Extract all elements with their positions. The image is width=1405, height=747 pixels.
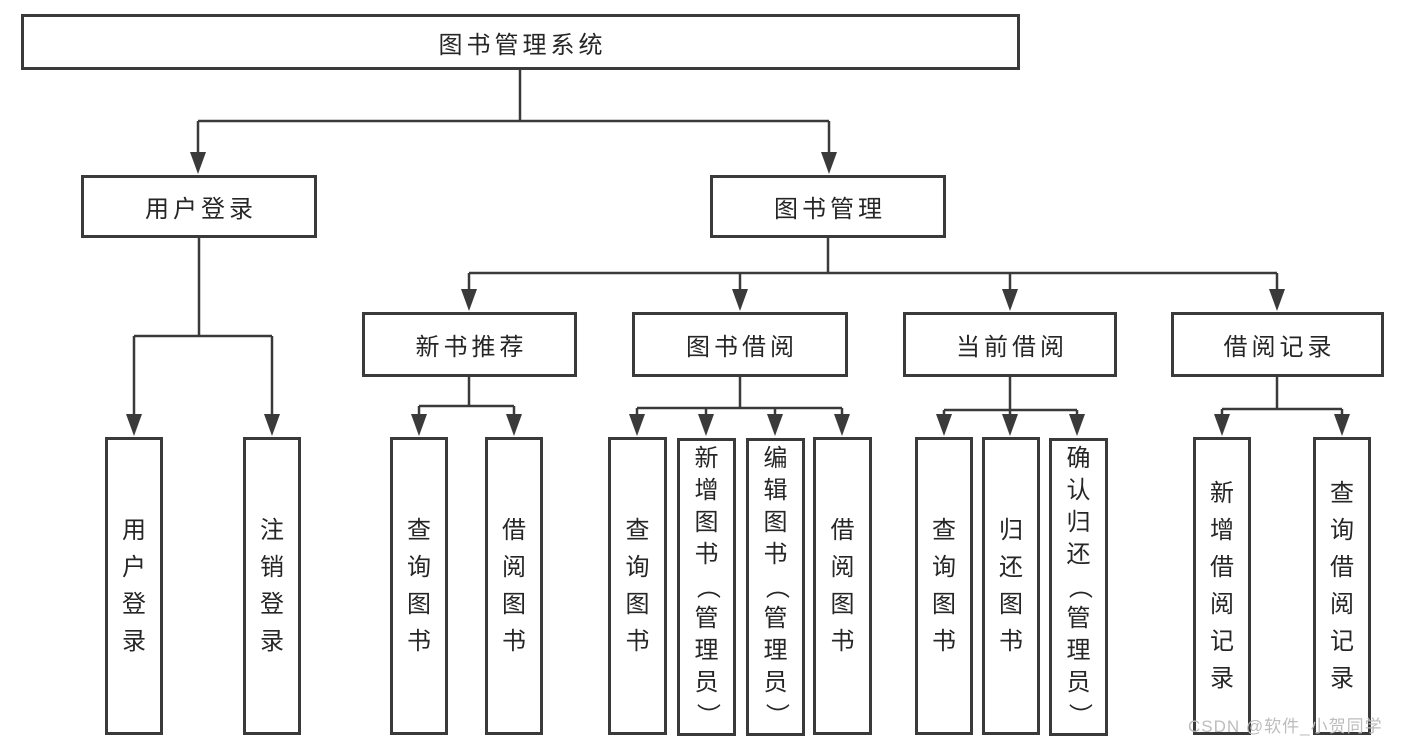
leaf-borrow-books-recommend: 借阅图书 xyxy=(485,437,543,735)
leaf-return-books: 归还图书 xyxy=(982,437,1040,735)
arrowhead-down-icon xyxy=(190,152,206,174)
leaf-query-books-current-label: 查询图书 xyxy=(932,517,956,655)
node-user-login: 用户登录 xyxy=(81,175,317,238)
node-library-system: 图书管理系统 xyxy=(21,14,1020,70)
leaf-query-books-borrowing-label: 查询图书 xyxy=(625,517,650,655)
leaf-user-login-label: 用户登录 xyxy=(122,517,146,655)
arrowhead-down-icon xyxy=(126,414,142,436)
arrowhead-down-icon xyxy=(767,414,783,436)
leaf-query-books-current: 查询图书 xyxy=(915,437,973,735)
leaf-query-borrow-record-label: 查询借阅记录 xyxy=(1330,480,1354,692)
connector-user-login xyxy=(132,238,274,416)
arrowhead-down-icon xyxy=(1002,414,1018,436)
arrowhead-down-icon xyxy=(506,414,522,436)
leaf-query-books-recommend-label: 查询图书 xyxy=(407,517,431,655)
node-current-borrowing: 当前借阅 xyxy=(903,312,1117,377)
leaf-borrow-books-recommend-label: 借阅图书 xyxy=(502,517,526,655)
node-book-management: 图书管理 xyxy=(710,175,946,238)
arrowhead-down-icon xyxy=(461,289,477,311)
leaf-add-borrow-record-label: 新增借阅记录 xyxy=(1210,480,1234,692)
arrowhead-down-icon xyxy=(732,289,748,311)
leaf-add-book-admin: 新增图书（管理员） xyxy=(677,438,736,736)
leaf-confirm-return-admin: 确认归还（管理员） xyxy=(1049,438,1108,736)
leaf-query-books-borrowing: 查询图书 xyxy=(608,437,667,735)
leaf-borrow-books-borrowing: 借阅图书 xyxy=(813,437,872,735)
arrowhead-down-icon xyxy=(1002,289,1018,311)
arrowhead-down-icon xyxy=(411,414,427,436)
leaf-edit-book-admin: 编辑图书（管理员） xyxy=(746,438,805,736)
arrowhead-down-icon xyxy=(821,152,837,174)
leaf-edit-book-admin-label: 编辑图书（管理员） xyxy=(762,445,790,727)
leaf-borrow-books-borrowing-label: 借阅图书 xyxy=(830,517,855,655)
leaf-add-borrow-record: 新增借阅记录 xyxy=(1193,437,1251,735)
node-new-book-recommend: 新书推荐 xyxy=(362,312,577,377)
arrowhead-down-icon xyxy=(834,414,850,436)
arrowhead-down-icon xyxy=(1269,289,1285,311)
leaf-logout-label: 注销登录 xyxy=(260,517,284,655)
arrowhead-down-icon xyxy=(264,414,280,436)
leaf-add-book-admin-label: 新增图书（管理员） xyxy=(693,445,721,727)
connector-book-borrowing xyxy=(635,377,844,416)
leaf-query-books-recommend: 查询图书 xyxy=(390,437,448,735)
connector-current-borrowing xyxy=(942,377,1079,416)
arrowhead-down-icon xyxy=(1214,414,1230,436)
arrowhead-down-icon xyxy=(1334,414,1350,436)
connector-new-book-recommend xyxy=(417,377,516,416)
leaf-confirm-return-admin-label: 确认归还（管理员） xyxy=(1065,445,1093,727)
csdn-watermark: CSDN @软件_小贺同学 xyxy=(1188,717,1383,736)
node-borrow-records: 借阅记录 xyxy=(1171,312,1384,377)
arrowhead-down-icon xyxy=(1069,414,1085,436)
leaf-logout: 注销登录 xyxy=(243,437,301,735)
arrowhead-down-icon xyxy=(698,414,714,436)
leaf-query-borrow-record: 查询借阅记录 xyxy=(1313,437,1371,735)
connector-borrow-records xyxy=(1220,377,1344,416)
leaf-return-books-label: 归还图书 xyxy=(999,517,1023,655)
connector-root xyxy=(196,70,831,154)
connector-book-management xyxy=(467,238,1279,291)
leaf-user-login: 用户登录 xyxy=(105,437,163,735)
arrowhead-down-icon xyxy=(936,414,952,436)
arrowhead-down-icon xyxy=(629,414,645,436)
node-book-borrowing: 图书借阅 xyxy=(632,312,848,377)
